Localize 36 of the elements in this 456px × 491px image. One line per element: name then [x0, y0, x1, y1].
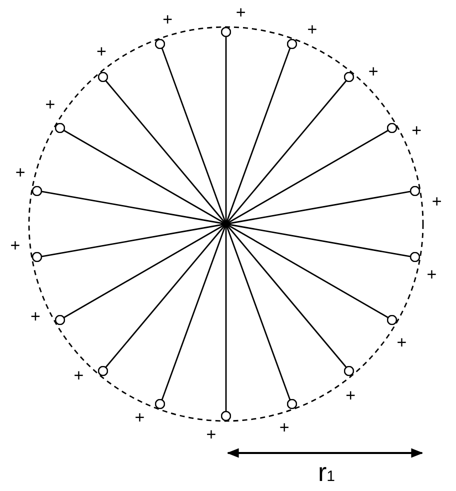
plus-sign: +	[234, 4, 247, 21]
plus-sign: +	[72, 367, 85, 384]
radial-line	[226, 223, 389, 318]
plus-sign: +	[278, 418, 290, 436]
plus-sign: +	[306, 21, 318, 38]
plus-sign: +	[14, 164, 26, 181]
plus-sign: +	[396, 334, 408, 351]
plus-sign: +	[44, 96, 56, 114]
radial-line	[225, 48, 291, 224]
radial-line	[104, 224, 227, 368]
plus-sign: +	[344, 386, 357, 404]
radial-line	[63, 223, 226, 318]
radial-line	[41, 223, 226, 258]
plus-sign: +	[9, 237, 22, 254]
plus-sign: +	[205, 426, 218, 444]
radial-line	[104, 80, 227, 224]
plus-sign: +	[430, 192, 443, 210]
radial-line	[225, 224, 348, 368]
plus-sign: +	[367, 62, 380, 80]
radial-line	[226, 130, 389, 225]
radial-line	[225, 80, 348, 224]
radial-line	[225, 36, 227, 224]
plus-sign: +	[134, 408, 146, 426]
radial-line	[161, 224, 227, 400]
plus-sign: +	[162, 11, 174, 28]
radial-line	[63, 130, 226, 225]
radial-line	[226, 223, 411, 258]
radial-line	[225, 224, 227, 412]
radial-line	[161, 48, 227, 224]
radial-line	[225, 224, 291, 400]
radial-line	[41, 190, 226, 225]
plus-sign: +	[95, 43, 108, 60]
plus-sign: +	[29, 308, 42, 325]
plus-sign: +	[410, 122, 423, 140]
radial-line	[226, 190, 411, 225]
plus-sign: +	[426, 266, 438, 284]
